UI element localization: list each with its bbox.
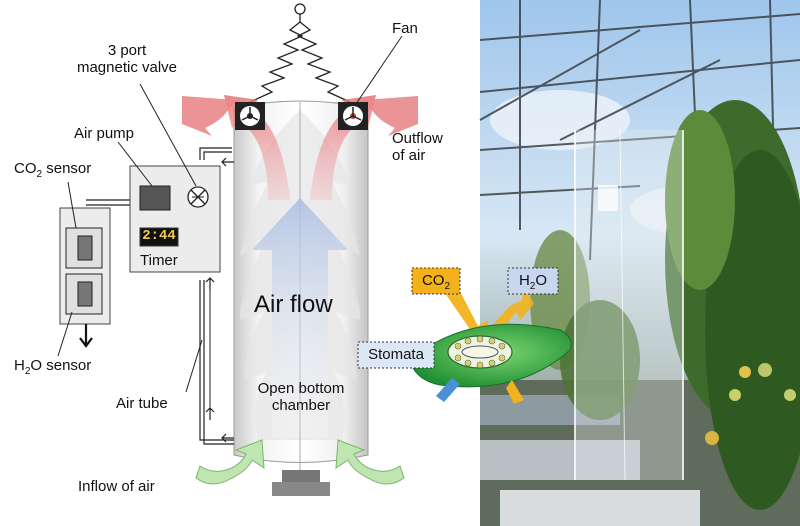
co2-sensor-label-sub: 2 bbox=[36, 169, 43, 180]
h2o-sensor-label-suffix: O sensor bbox=[30, 357, 92, 374]
valve-label: 3 port magnetic valve bbox=[52, 42, 202, 76]
greenhouse-photo bbox=[479, 0, 800, 526]
air-tube-label: Air tube bbox=[116, 395, 168, 412]
co2-sensor-label-prefix: CO bbox=[14, 160, 37, 177]
airflow-arrow bbox=[252, 198, 348, 438]
outflow-label-line1: Outflow bbox=[392, 130, 443, 147]
stomata-tag-box bbox=[357, 341, 435, 369]
valve-icon bbox=[187, 186, 209, 208]
valve-label-line2: magnetic valve bbox=[76, 59, 178, 76]
inflow-arrow-right bbox=[335, 439, 405, 485]
outflow-label: Outflow of air bbox=[392, 130, 443, 164]
co2-tag-prefix: CO bbox=[421, 272, 445, 289]
stomata-label: Stomata bbox=[368, 346, 424, 363]
h2o-tag-sub: 2 bbox=[529, 281, 536, 292]
hanging-wire bbox=[249, 3, 351, 103]
air-pump-icon bbox=[139, 185, 171, 211]
h2o-sensor-label: H2O sensor bbox=[14, 357, 91, 380]
co2-tag-box bbox=[411, 267, 461, 295]
leaf-inset bbox=[357, 267, 572, 404]
timer-display-box bbox=[139, 227, 179, 247]
co2-sensor-label-suffix: sensor bbox=[42, 160, 92, 177]
h2o-sensor-label-prefix: H bbox=[14, 357, 25, 374]
h2o-tag-suffix: O bbox=[535, 272, 548, 289]
inflow-label: Inflow of air bbox=[78, 478, 155, 495]
co2-tag-label: CO2 bbox=[412, 272, 460, 295]
h2o-tag-box bbox=[507, 267, 559, 295]
co2-sensor-label: CO2 sensor bbox=[14, 160, 91, 183]
open-bottom-label-line1: Open bottom bbox=[257, 380, 345, 397]
fan-left-icon bbox=[235, 102, 265, 130]
airflow-label: Air flow bbox=[254, 291, 333, 318]
outflow-plume-right bbox=[364, 96, 418, 136]
inflow-arrow-left bbox=[195, 439, 265, 485]
h2o-tag-prefix: H bbox=[518, 272, 530, 289]
air-pump-label: Air pump bbox=[74, 125, 135, 142]
h2o-sensor-label-sub: 2 bbox=[24, 366, 31, 377]
outflow-label-line2: of air bbox=[392, 147, 426, 164]
valve-label-line1: 3 port bbox=[107, 42, 147, 59]
fan-label: Fan bbox=[392, 20, 418, 37]
outflow-plume-left bbox=[182, 96, 236, 136]
sensor-exhaust-arrow bbox=[79, 324, 93, 348]
base-weight-icon bbox=[272, 470, 330, 496]
h2o-yellow-arrow bbox=[506, 380, 524, 404]
open-bottom-label: Open bottom chamber bbox=[236, 380, 366, 414]
fan-right-icon bbox=[338, 102, 368, 130]
timer-display: 2:44 bbox=[142, 228, 176, 244]
timer-label: Timer bbox=[140, 252, 178, 269]
open-bottom-label-line2: chamber bbox=[271, 397, 331, 414]
pump-box bbox=[129, 165, 221, 273]
co2-tag-sub: 2 bbox=[444, 281, 451, 292]
co2-blue-arrow bbox=[436, 378, 460, 402]
h2o-tag-label: H2O bbox=[508, 272, 558, 295]
leader-lines bbox=[57, 35, 403, 393]
